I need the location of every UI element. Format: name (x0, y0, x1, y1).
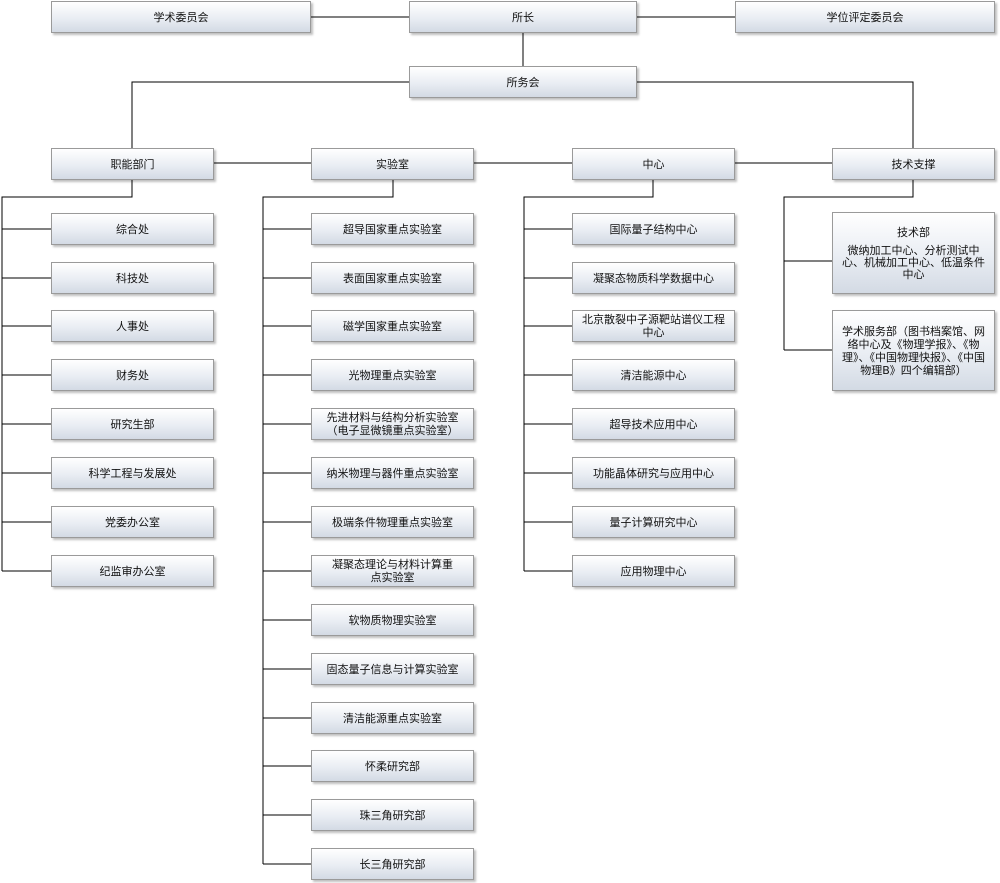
functional-item-label: 财务处 (116, 368, 149, 382)
center-item-label: 凝聚态物质科学数据中心 (593, 271, 714, 285)
center-item-label: 超导技术应用中心 (609, 417, 698, 431)
lab-item-label: 长三角研究部 (359, 857, 426, 871)
academic-committee-box: 学术委员会 (51, 1, 311, 33)
lab-item-label: 怀柔研究部 (365, 759, 420, 773)
functional-item-label: 综合处 (116, 222, 149, 236)
academic-service-label: 学术服务部（图书档案馆、网络中心及《物理学报》、《物理》、《中国物理快报》、《中… (842, 324, 985, 377)
lab-item-label: 磁学国家重点实验室 (343, 319, 442, 333)
functional-item-label: 科技处 (116, 271, 149, 285)
office-meeting-label: 所务会 (506, 75, 540, 89)
center-item-label: 应用物理中心 (620, 564, 687, 578)
lab-item-label: 软物质物理实验室 (348, 613, 437, 627)
tech-dept-title: 技术部 (897, 225, 930, 239)
lab-item-label: 光物理重点实验室 (348, 368, 437, 382)
tech-dept-box: 技术部 微纳加工中心、分析测试中心、机械加工中心、低温条件中心 (832, 212, 995, 294)
center-item-label: 清洁能源中心 (620, 368, 687, 382)
lab-item-label: 极端条件物理重点实验室 (332, 515, 453, 529)
labs-box: 实验室 (311, 148, 474, 180)
lab-item: 固态量子信息与计算实验室 (311, 653, 474, 685)
center-item-label: 国际量子结构中心 (609, 222, 698, 236)
lab-item-label: 固态量子信息与计算实验室 (326, 662, 459, 676)
lab-item: 长三角研究部 (311, 848, 474, 880)
labs-label: 实验室 (376, 157, 409, 171)
lab-item: 光物理重点实验室 (311, 359, 474, 391)
functional-dept-box: 职能部门 (51, 148, 214, 180)
functional-item-label: 研究生部 (110, 417, 155, 431)
center-item: 清洁能源中心 (572, 359, 735, 391)
functional-item: 财务处 (51, 359, 214, 391)
degree-committee-box: 学位评定委员会 (735, 1, 995, 33)
center-item-label: 北京散裂中子源靶站谱仪工程中心 (582, 313, 725, 339)
functional-item: 人事处 (51, 310, 214, 342)
lab-item: 磁学国家重点实验室 (311, 310, 474, 342)
center-item: 量子计算研究中心 (572, 506, 735, 538)
lab-item: 怀柔研究部 (311, 750, 474, 782)
functional-item-label: 科学工程与发展处 (88, 466, 177, 480)
functional-dept-label: 职能部门 (110, 157, 155, 171)
center-item: 应用物理中心 (572, 555, 735, 587)
center-item-label: 功能晶体研究与应用中心 (593, 466, 714, 480)
lab-item: 清洁能源重点实验室 (311, 702, 474, 734)
center-item: 国际量子结构中心 (572, 213, 735, 245)
tech-support-box: 技术支撑 (832, 148, 995, 180)
academic-committee-label: 学术委员会 (153, 10, 209, 24)
functional-item-label: 党委办公室 (105, 515, 160, 529)
functional-item: 科技处 (51, 262, 214, 294)
functional-item: 党委办公室 (51, 506, 214, 538)
center-item: 北京散裂中子源靶站谱仪工程中心 (572, 310, 735, 342)
lab-item-label: 清洁能源重点实验室 (343, 711, 442, 725)
lab-item-label: 凝聚态理论与材料计算重点实验室 (332, 558, 453, 584)
centers-box: 中心 (572, 148, 735, 180)
tech-dept-desc: 微纳加工中心、分析测试中心、机械加工中心、低温条件中心 (842, 243, 985, 281)
lab-item-label: 超导国家重点实验室 (343, 222, 442, 236)
lab-item-label: 表面国家重点实验室 (343, 271, 442, 285)
lab-item: 凝聚态理论与材料计算重点实验室 (311, 555, 474, 587)
functional-item-label: 人事处 (116, 319, 149, 333)
office-meeting-box: 所务会 (409, 66, 637, 98)
functional-item-label: 纪监审办公室 (99, 564, 166, 578)
lab-item: 先进材料与结构分析实验室（电子显微镜重点实验室） (311, 408, 474, 440)
centers-label: 中心 (642, 157, 665, 171)
academic-service-box: 学术服务部（图书档案馆、网络中心及《物理学报》、《物理》、《中国物理快报》、《中… (832, 310, 995, 391)
tech-support-label: 技术支撑 (891, 157, 936, 171)
lab-item: 软物质物理实验室 (311, 604, 474, 636)
center-item-label: 量子计算研究中心 (609, 515, 698, 529)
lab-item: 纳米物理与器件重点实验室 (311, 457, 474, 489)
functional-item: 综合处 (51, 213, 214, 245)
functional-item: 纪监审办公室 (51, 555, 214, 587)
lab-item-label: 纳米物理与器件重点实验室 (326, 466, 459, 480)
director-label: 所长 (512, 10, 534, 24)
center-item: 超导技术应用中心 (572, 408, 735, 440)
director-box: 所长 (409, 1, 637, 33)
functional-item: 科学工程与发展处 (51, 457, 214, 489)
lab-item: 极端条件物理重点实验室 (311, 506, 474, 538)
lab-item-label: 珠三角研究部 (359, 808, 426, 822)
center-item: 功能晶体研究与应用中心 (572, 457, 735, 489)
lab-item: 表面国家重点实验室 (311, 262, 474, 294)
lab-item: 超导国家重点实验室 (311, 213, 474, 245)
functional-item: 研究生部 (51, 408, 214, 440)
degree-committee-label: 学位评定委员会 (826, 10, 904, 24)
lab-item-label: 先进材料与结构分析实验室（电子显微镜重点实验室） (326, 411, 459, 437)
center-item: 凝聚态物质科学数据中心 (572, 262, 735, 294)
lab-item: 珠三角研究部 (311, 799, 474, 831)
